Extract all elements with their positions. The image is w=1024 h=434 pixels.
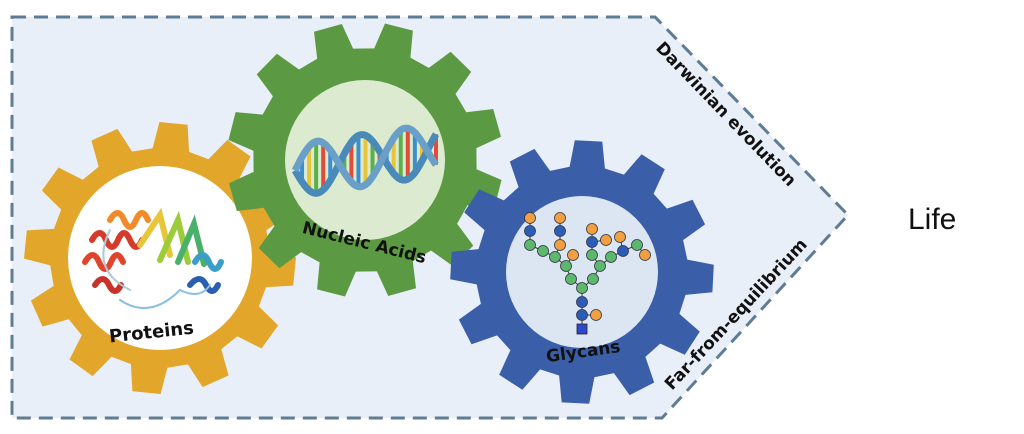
glycan-node (639, 249, 651, 261)
glycan-node (524, 212, 536, 224)
nucleic-acids-gear: Nucleic Acids (228, 23, 502, 297)
glycan-node (605, 251, 617, 263)
glycan-node (594, 260, 606, 272)
glycan-node (524, 239, 536, 251)
glycans-gear: Glycans (450, 140, 714, 404)
glycan-node (549, 251, 561, 263)
glycan-node (576, 282, 588, 294)
glycan-node (560, 260, 572, 272)
glycan-node (590, 309, 602, 321)
glycan-square-node (576, 323, 588, 335)
glycan-tree-icon (524, 212, 651, 335)
proteins-gear: Proteins (24, 122, 296, 394)
glycan-node (537, 245, 549, 257)
dna-strand (291, 131, 440, 197)
protein-structure-icon (82, 207, 224, 309)
glycan-node (614, 231, 626, 243)
glycan-node (554, 239, 566, 251)
glycan-node (587, 273, 599, 285)
glycan-node (576, 309, 588, 321)
glycan-node (554, 225, 566, 237)
glycan-node (586, 236, 598, 248)
glycan-node (554, 212, 566, 224)
dna-helix-icon (291, 124, 440, 197)
glycan-node (586, 223, 598, 235)
glycan-node (617, 245, 629, 257)
dna-strand (291, 124, 439, 191)
glycan-node (565, 273, 577, 285)
life-label: Life (908, 203, 957, 236)
glycan-node (586, 249, 598, 261)
glycan-node (576, 296, 588, 308)
glycan-node (567, 249, 579, 261)
glycan-node (631, 239, 643, 251)
glycan-node (600, 234, 612, 246)
glycan-node (524, 225, 536, 237)
